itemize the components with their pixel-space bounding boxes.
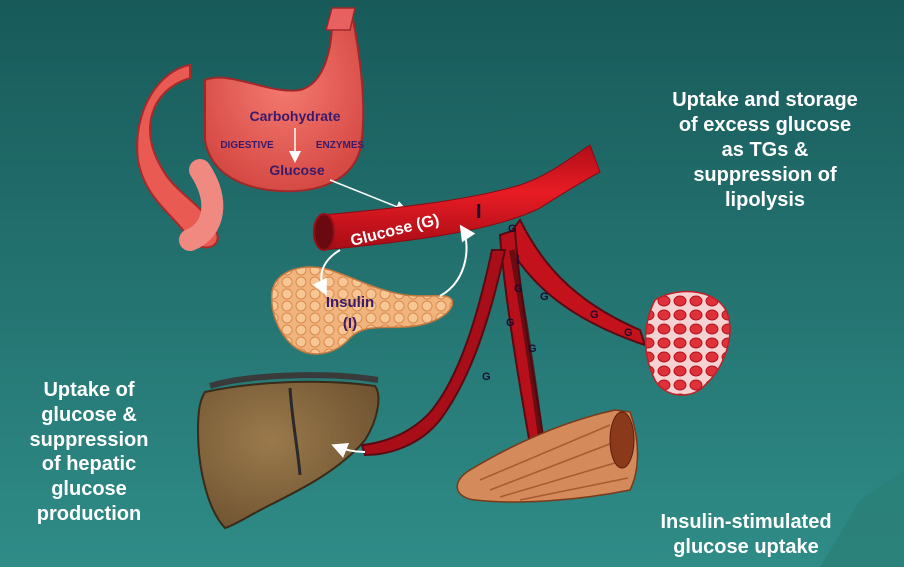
vessel-g-3: G	[506, 317, 515, 329]
vessel-g-8: G	[624, 327, 633, 339]
vessel-g-6: G	[540, 291, 549, 303]
liver-caption-line: glucose &	[0, 403, 178, 428]
vessel-g-1: G	[508, 223, 517, 235]
vessel-g-7: G	[590, 309, 599, 321]
vessel-g-4: G	[528, 343, 537, 355]
adipose-caption: Uptake and storage of excess glucose as …	[636, 88, 894, 213]
liver-caption-line: glucose	[0, 477, 178, 502]
vessel-opening	[314, 214, 334, 250]
liver-caption-line: suppression	[0, 428, 178, 453]
muscle-caption: Insulin-stimulated glucose uptake	[612, 510, 880, 560]
liver-caption: Uptake of glucose & suppression of hepat…	[0, 378, 178, 527]
liver-caption-line: Uptake of	[0, 378, 178, 403]
vessel-i-2: I	[516, 252, 520, 267]
adipose-caption-line: as TGs &	[636, 138, 894, 163]
carbohydrate-label: Carbohydrate	[249, 108, 340, 124]
muscle-caption-line: glucose uptake	[612, 535, 880, 560]
liver-caption-line: production	[0, 502, 178, 527]
digestive-label: DIGESTIVE	[220, 140, 274, 151]
adipose-caption-line: suppression of	[636, 163, 894, 188]
liver-caption-line: of hepatic	[0, 452, 178, 477]
adipose-caption-line: lipolysis	[636, 188, 894, 213]
stomach-glucose-label: Glucose	[269, 162, 324, 178]
muscle-caption-line: Insulin-stimulated	[612, 510, 880, 535]
muscle-end	[610, 412, 634, 468]
pancreas-insulin-label: Insulin	[326, 294, 374, 311]
adipose-caption-line: of excess glucose	[636, 113, 894, 138]
pancreas-insulin-symbol: (I)	[343, 315, 357, 332]
vessel-g-5: G	[482, 371, 491, 383]
vessel-insulin-mark: I	[476, 201, 482, 223]
vessel-g-2: G	[514, 283, 523, 295]
enzymes-label: ENZYMES	[316, 140, 365, 151]
esophagus	[326, 8, 355, 30]
adipose-caption-line: Uptake and storage	[636, 88, 894, 113]
